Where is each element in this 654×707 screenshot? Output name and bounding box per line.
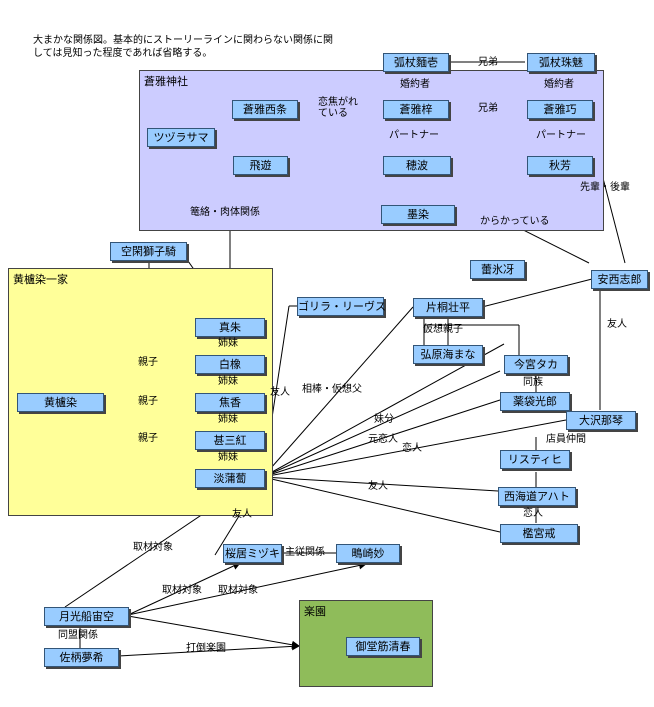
node-shoko[interactable]: 焦香 [195,393,265,412]
diagram-note: 大まかな関係図。基本的にストーリーラインに関わらない関係に関しては見知った程度で… [33,35,333,59]
node-akiyoshi[interactable]: 秋芳 [527,156,593,175]
node-soga-saijo[interactable]: 蒼雅西条 [232,100,298,119]
edge-label: 兄弟 [478,103,498,114]
edge-label: 姉妹 [218,338,238,349]
node-honami[interactable]: 穂波 [383,156,451,175]
node-osawa[interactable]: 大沢那琴 [566,411,636,430]
edge-label: 店員仲間 [546,434,586,445]
node-saionji[interactable]: 西海道アハト [498,487,576,506]
edge-label: 取材対象 [133,542,173,553]
node-bokusen[interactable]: 墨染 [381,205,455,224]
node-shigisaki[interactable]: 鴫崎妙 [336,544,400,563]
group-label: 黄櫨染一家 [13,273,68,286]
node-kotsue-menkoku[interactable]: 弧杖麵壱 [383,53,449,72]
edge-label: からかっている [480,216,550,227]
group-label: 蒼雅神社 [144,75,188,88]
node-jinzamomi[interactable]: 甚三紅 [195,431,265,450]
node-shinshu[interactable]: 真朱 [195,318,265,337]
edge-label: 姉妹 [218,414,238,425]
node-ristihi[interactable]: リスティヒ [500,450,570,469]
edge-label: 友人 [232,509,252,520]
node-soga-azusa[interactable]: 蒼雅梓 [383,100,449,119]
edge-label: 取材対象 [218,585,258,596]
node-tankiku[interactable]: 淡蒲蔔 [195,469,265,488]
edge-label: 元恋人 [368,434,398,445]
node-imamiya[interactable]: 今宮タカ [504,355,568,374]
edge-label: 姉妹 [218,452,238,463]
node-yakutai[interactable]: 薬袋光郎 [500,392,570,411]
edge-label: 恋人 [523,508,543,519]
edge-label: 親子 [138,357,158,368]
edge-label: 篭絡・肉体関係 [190,207,260,218]
node-sorashishi[interactable]: 空閑獅子騎 [110,242,187,261]
edge-label: 親子 [138,396,158,407]
edge-label: 友人 [607,319,627,330]
edge-label: パートナー [389,130,439,141]
node-mido[interactable]: 御堂筋清春 [346,637,420,656]
node-sahei[interactable]: 佐柄夢希 [44,648,119,667]
node-kinachi[interactable]: 黄櫨染 [17,393,104,412]
node-kanmiya[interactable]: 檻宮戒 [500,524,578,543]
edge-label: 打倒楽園 [186,643,226,654]
edge-label: 友人 [270,387,290,398]
edge-label: 仮想親子 [423,324,463,335]
node-kotsue-tamami[interactable]: 弧杖珠魅 [527,53,595,72]
edge-label: パートナー [536,130,586,141]
node-sakurai[interactable]: 桜居ミヅキ [223,544,282,563]
edge-label: 友人 [368,481,388,492]
edge-label: 主従関係 [285,547,325,558]
edge-label: 相棒・仮想父 [302,384,362,395]
edge-label: 恋人 [402,443,422,454]
group-soga-shrine: 蒼雅神社 [139,70,604,231]
node-soga-takumi[interactable]: 蒼雅巧 [527,100,593,119]
node-hirohara[interactable]: 弘原海まな [413,345,483,364]
node-tsuzurasama[interactable]: ツヅラサマ [147,128,215,147]
edge-label: 親子 [138,433,158,444]
edge-label: 婚約者 [400,79,430,90]
edge-label: 姉妹 [218,376,238,387]
edge-label: 兄弟 [478,57,498,68]
edge-label: 同族 [523,377,543,388]
edge-label: 恋焦がれ ている [318,97,358,119]
node-gekko[interactable]: 月光船宙空 [44,607,129,626]
edge-label: 同盟関係 [58,630,98,641]
group-label: 楽園 [304,605,326,618]
node-gorilla[interactable]: ゴリラ・リーヴス [297,297,386,316]
node-katagiri[interactable]: 片桐壮平 [413,298,483,317]
node-anzai[interactable]: 安西志郎 [591,270,648,289]
edge-label: 先輩・後輩 [580,182,630,193]
edge-label: 婚約者 [544,79,574,90]
node-hiyu[interactable]: 飛遊 [233,156,288,175]
node-shohyoga[interactable]: 蕾氷冴 [470,260,525,279]
edge-label: 取材対象 [162,585,202,596]
node-hakuzo[interactable]: 白橡 [195,355,265,374]
edge-label: 妹分 [374,414,394,425]
